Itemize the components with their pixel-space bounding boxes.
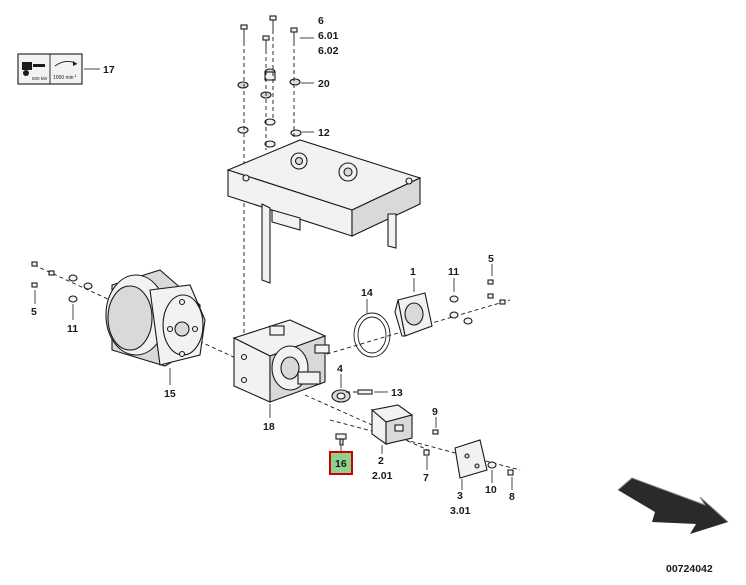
right-bolts-washers [449, 279, 506, 325]
part-number-labels: 6 6.01 6.02 17 20 12 5 11 1 14 5 11 4 15… [31, 15, 515, 517]
label-17: 17 [103, 64, 115, 76]
gearbox [232, 319, 330, 403]
label-7: 7 [423, 472, 429, 484]
label-18: 18 [263, 421, 275, 433]
cover-plate [454, 439, 488, 479]
left-bolts-washers [31, 261, 93, 303]
screw-7 [423, 449, 430, 456]
highlighted-part-16[interactable]: 16 [329, 451, 353, 475]
direction-arrow-icon [617, 477, 729, 534]
decal-speed-text: 1000 min-1 [53, 74, 77, 81]
label-6-01: 6.01 [318, 30, 339, 42]
mounting-frame [226, 139, 422, 284]
label-10: 10 [485, 484, 497, 496]
label-20: 20 [318, 78, 330, 90]
sensor-fitting [335, 433, 347, 446]
label-9: 9 [432, 406, 438, 418]
decal-sticker: 500 kW 1000 min-1 [17, 53, 83, 85]
top-bolts [240, 15, 298, 50]
clamp-ring [353, 312, 391, 358]
label-2: 2 [378, 455, 384, 467]
label-6: 6 [318, 15, 324, 27]
flange-plate [394, 292, 433, 337]
bolt-9 [432, 429, 439, 435]
label-3: 3 [457, 490, 463, 502]
label-4: 4 [337, 363, 343, 375]
label-3-01: 3.01 [450, 505, 471, 517]
label-6-02: 6.02 [318, 45, 339, 57]
washer-nut [487, 461, 514, 476]
decal-small-text: 500 kW [32, 76, 48, 81]
pin [346, 389, 373, 395]
drawing-number: 00724042 [666, 563, 713, 575]
label-2-01: 2.01 [372, 470, 393, 482]
label-1: 1 [410, 266, 416, 278]
label-13: 13 [391, 387, 403, 399]
sensor-switch [370, 404, 414, 446]
label-8: 8 [509, 491, 515, 503]
label-11-right: 11 [448, 266, 459, 278]
hydraulic-pump [105, 269, 206, 367]
label-5-right: 5 [488, 253, 494, 265]
label-11-left: 11 [67, 323, 78, 335]
spacers [237, 68, 301, 99]
label-12: 12 [318, 127, 330, 139]
seal [331, 389, 351, 403]
label-5-left: 5 [31, 306, 37, 318]
nuts [237, 118, 302, 148]
label-14: 14 [361, 287, 373, 299]
label-16[interactable]: 16 [335, 458, 347, 470]
label-15: 15 [164, 388, 176, 400]
highlight-box[interactable] [329, 451, 353, 475]
